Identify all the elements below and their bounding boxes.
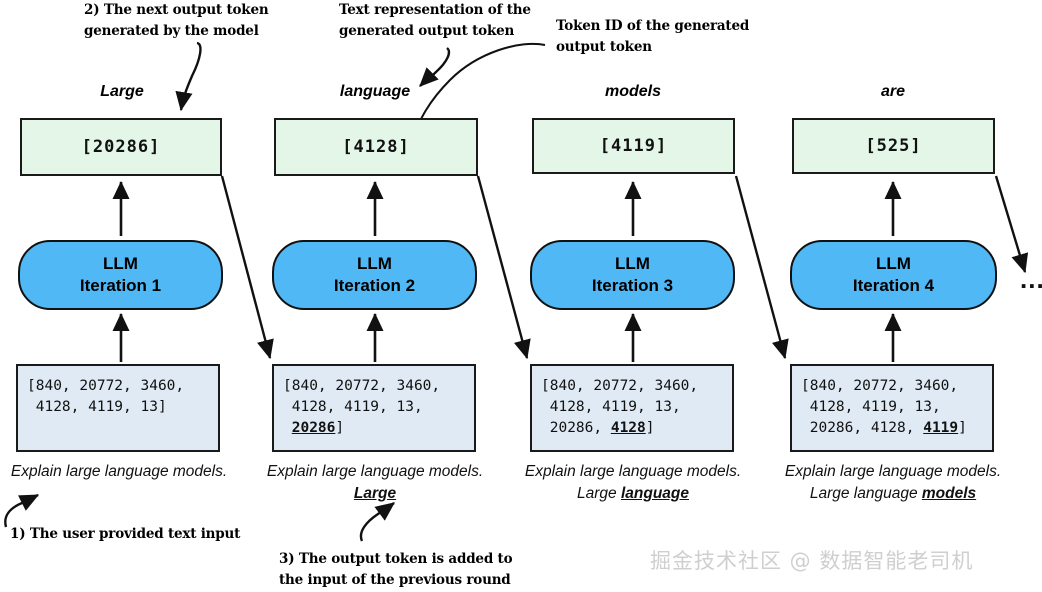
output-token-id-4: [525]: [865, 136, 922, 156]
llm-iteration-label-3: Iteration 3: [591, 276, 674, 295]
llm-label-4: LLM: [876, 254, 911, 274]
input-token-box-2: [840, 20772, 3460, 4128, 4119, 13, 20286…: [272, 364, 476, 452]
input-caption-4: Explain large language models. Large lan…: [784, 461, 1002, 505]
output-token-id-3: [4119]: [599, 136, 668, 156]
input-caption-2: Explain large language models. Large: [266, 461, 484, 505]
arrow-input-to-llm: [112, 312, 902, 362]
output-token-id-2: [4128]: [342, 137, 410, 157]
caption-plain-1: Explain large language models.: [10, 463, 228, 480]
llm-label-1: LLM: [103, 254, 138, 274]
llm-box-3: LLM Iteration 3: [530, 240, 735, 310]
input-token-box-3: [840, 20772, 3460, 4128, 4119, 13, 20286…: [530, 364, 734, 452]
output-token-box-3: [4119]: [532, 118, 735, 174]
input-new-token-2: 20286: [291, 420, 336, 436]
input-token-box-1: [840, 20772, 3460, 4128, 4119, 13]: [16, 364, 220, 452]
caption-new-word-4: models: [921, 485, 977, 502]
token-word-4: are: [880, 83, 906, 100]
input-sequence-2: [840, 20772, 3460, 4128, 4119, 13, 20286…: [283, 378, 441, 436]
output-token-box-4: [525]: [792, 118, 995, 174]
note-user-provided-input: 1) The user provided text input: [10, 526, 241, 542]
caption-plain-3: Explain large language models. Large: [524, 463, 742, 502]
input-new-token-3: 4128: [610, 420, 646, 436]
output-token-box-1: [20286]: [20, 118, 222, 176]
output-token-id-1: [20286]: [81, 137, 161, 157]
llm-iteration-label-1: Iteration 1: [79, 276, 162, 295]
token-word-2: language: [339, 83, 411, 100]
input-sequence-1: [840, 20772, 3460, 4128, 4119, 13]: [27, 378, 185, 415]
watermark-text: 掘金技术社区 @ 数据智能老司机: [650, 549, 974, 573]
input-caption-3: Explain large language models. Large lan…: [524, 461, 742, 505]
llm-box-4: LLM Iteration 4: [790, 240, 997, 310]
input-caption-1: Explain large language models.: [10, 461, 228, 483]
llm-iteration-label-4: Iteration 4: [852, 276, 935, 295]
token-word-1: Large: [100, 83, 144, 100]
llm-box-2: LLM Iteration 2: [272, 240, 477, 310]
caption-plain-2: Explain large language models.: [266, 463, 484, 480]
note-next-output-token: 2) The next output token generated by th…: [84, 2, 269, 39]
input-sequence-3: [840, 20772, 3460, 4128, 4119, 13, 20286…: [541, 378, 699, 436]
caption-new-word-2: Large: [353, 485, 397, 502]
arrow-note-text-representation: [419, 47, 451, 87]
llm-box-1: LLM Iteration 1: [18, 240, 223, 310]
arrow-llm-to-output: [112, 180, 902, 236]
note-text-representation: Text representation of the generated out…: [339, 2, 531, 39]
continuation-ellipsis: ...: [1020, 264, 1042, 294]
arrow-note-token-added: [359, 502, 395, 542]
caption-new-word-3: language: [620, 485, 689, 502]
caption-plain-4: Explain large language models. Large lan…: [784, 463, 1002, 502]
llm-label-3: LLM: [615, 254, 650, 274]
token-word-3: models: [604, 83, 661, 100]
input-sequence-4: [840, 20772, 3460, 4128, 4119, 13, 20286…: [801, 378, 967, 436]
llm-iteration-label-2: Iteration 2: [333, 276, 416, 295]
output-token-box-2: [4128]: [274, 118, 478, 176]
llm-label-2: LLM: [357, 254, 392, 274]
note-token-added-to-input: 3) The output token is added to the inpu…: [279, 551, 513, 588]
input-new-token-4: 4119: [923, 420, 959, 436]
note-token-id: Token ID of the generated output token: [556, 18, 750, 55]
arrow-note-user-input: [4, 493, 40, 528]
input-token-box-4: [840, 20772, 3460, 4128, 4119, 13, 20286…: [790, 364, 994, 452]
